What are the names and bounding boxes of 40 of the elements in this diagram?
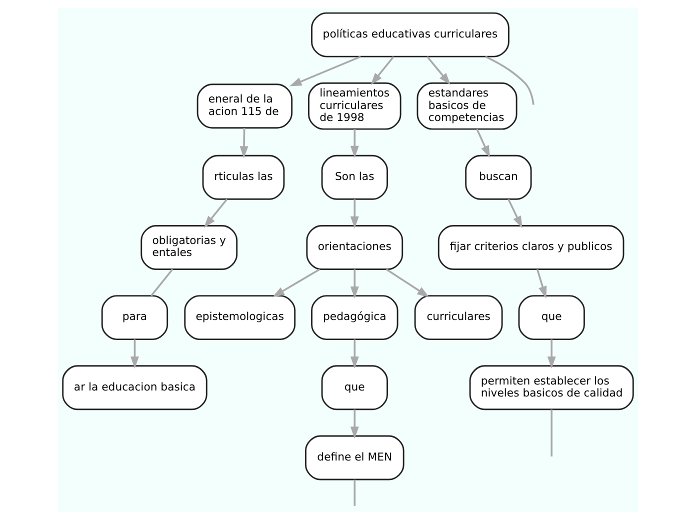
arrow [350,339,359,369]
connector [150,268,174,296]
arrow [290,56,361,86]
arrow [350,199,359,228]
node-box: rticulas las [202,154,285,200]
node-box: buscan [465,154,532,200]
node-box: orientaciones [306,225,404,270]
node-box: políticas educativas curriculares [311,12,510,58]
arrow [386,268,430,298]
node-box: que [321,365,388,410]
node-box: Son las [321,154,388,200]
node-box: lineamientos curriculares de 1998 [308,82,402,130]
node-box: permiten establecer los niveles basicos de calidad [469,365,634,410]
node-box: define el MEN [304,435,404,480]
connector [354,480,356,506]
arrow [204,198,228,228]
arrow [426,56,451,85]
arrow [350,129,359,158]
node-box: para [101,295,168,340]
arrow [240,128,248,158]
connector [485,56,534,105]
node-box: pedagógica [311,295,398,340]
arrow [536,269,547,298]
arrow [547,339,556,369]
node-box: estandares basicos de competencias [416,82,518,130]
arrow [350,269,359,299]
node-box: que [518,295,585,340]
connector [550,410,553,456]
arrow [272,268,320,298]
arrow [508,198,522,228]
arrow [370,56,394,85]
arrow [476,128,490,158]
node-box: ar la educacion basica [62,365,208,410]
node-box: curriculares [414,295,503,340]
arrow [350,410,359,439]
node-box: eneral de la acion 115 de [196,84,293,129]
node-box: obligatorias y entales [140,225,238,270]
node-box: epistemologicas [184,295,296,340]
node-box: fijar criterios claros y publicos [438,225,624,270]
arrow [130,339,139,369]
